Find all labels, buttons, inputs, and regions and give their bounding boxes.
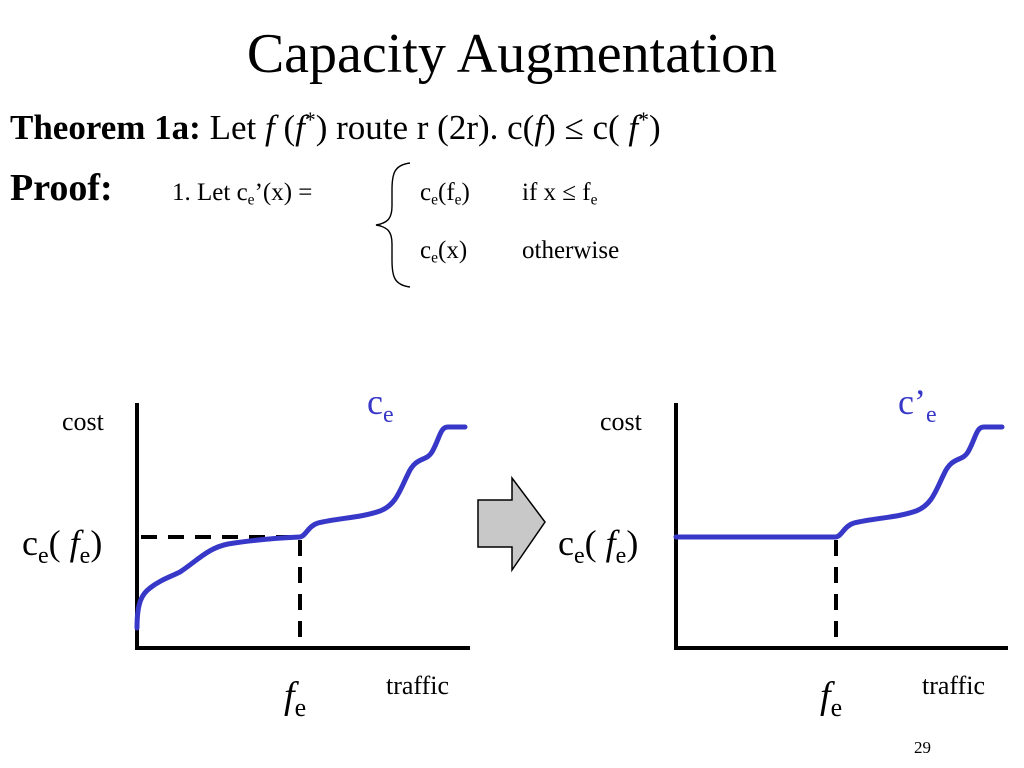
theorem-star: * bbox=[304, 108, 316, 133]
case1-value-mid: (f bbox=[438, 179, 455, 206]
theorem-label: Theorem 1a: bbox=[10, 108, 201, 147]
left-level-open: ( bbox=[49, 523, 70, 563]
case2-value-sub: e bbox=[431, 249, 438, 267]
theorem-route-text: ) route r (2r). c( bbox=[315, 108, 535, 147]
case1-cond-main: if x ≤ f bbox=[522, 179, 591, 206]
theorem-flow-f: f bbox=[264, 108, 275, 147]
case2-value-c: c bbox=[420, 237, 432, 264]
case1-value: ce(fe) bbox=[420, 178, 470, 208]
right-curve-label-main: c’ bbox=[898, 382, 926, 422]
left-curve-label-sub: e bbox=[383, 402, 394, 428]
left-level-c: c bbox=[22, 523, 38, 563]
case1-condition: if x ≤ fe bbox=[522, 178, 597, 208]
right-curve-label: c’e bbox=[898, 382, 937, 428]
right-level-c: c bbox=[558, 523, 574, 563]
slide-title: Capacity Augmentation bbox=[246, 23, 778, 85]
proof-step-lead: 1. Let ce’(x) = bbox=[172, 178, 312, 208]
case1-value-sub2: e bbox=[454, 191, 462, 209]
left-level-label: ce( fe) bbox=[22, 523, 102, 569]
theorem-flow-fstar: f bbox=[295, 108, 305, 147]
left-fe-sub: e bbox=[295, 693, 307, 722]
right-x-label: traffic bbox=[922, 671, 985, 700]
theorem-statement: Theorem 1a: Let f (f*) route r (2r). c(f… bbox=[10, 106, 661, 150]
theorem-let: Let bbox=[209, 108, 257, 147]
case2-condition: otherwise bbox=[522, 237, 620, 264]
proof-label: Proof: bbox=[10, 167, 113, 209]
left-fe-label: fe bbox=[284, 675, 306, 722]
case2-value: ce(x) bbox=[420, 236, 467, 266]
right-graph: cost traffic c’e ce( fe) fe bbox=[558, 382, 1008, 722]
right-level-close: ) bbox=[626, 523, 638, 563]
right-curve-label-sub: e bbox=[926, 402, 937, 428]
right-level-sub: e bbox=[574, 543, 585, 569]
right-fe-sub: e bbox=[831, 693, 843, 722]
left-level-f-sub: e bbox=[80, 543, 91, 569]
case2-value-end: (x) bbox=[438, 237, 468, 264]
theorem-flow-f3: f bbox=[628, 108, 639, 147]
right-arrow-icon bbox=[477, 475, 546, 573]
right-level-f-sub: e bbox=[616, 543, 627, 569]
slide-number: 29 bbox=[914, 738, 931, 757]
theorem-star2: * bbox=[638, 108, 649, 133]
right-level-label: ce( fe) bbox=[558, 523, 638, 569]
case1-value-end: ) bbox=[461, 179, 470, 206]
case1-value-c: c bbox=[420, 179, 432, 206]
theorem-leq-text: ) ≤ c( bbox=[544, 108, 629, 147]
theorem-flow-f2: f bbox=[534, 108, 545, 147]
right-fe-label: fe bbox=[820, 675, 842, 722]
left-curve-label: ce bbox=[367, 382, 394, 428]
step-sub: e bbox=[247, 191, 255, 209]
cases-brace-icon bbox=[375, 162, 411, 288]
left-graph: cost traffic ce ce( fe) fe bbox=[22, 382, 470, 722]
left-y-label: cost bbox=[62, 407, 105, 436]
right-level-open: ( bbox=[585, 523, 606, 563]
left-x-label: traffic bbox=[386, 671, 449, 700]
left-cost-curve bbox=[134, 424, 468, 631]
left-level-sub: e bbox=[38, 543, 49, 569]
step-suffix: ’(x) = bbox=[254, 179, 313, 206]
case1-value-sub: e bbox=[431, 191, 438, 209]
right-cost-curve bbox=[673, 424, 1005, 540]
left-level-close: ) bbox=[90, 523, 102, 563]
case1-cond-sub: e bbox=[590, 191, 598, 209]
theorem-close: ) bbox=[648, 108, 661, 147]
step-prefix: 1. Let c bbox=[172, 179, 248, 206]
right-y-label: cost bbox=[600, 407, 643, 436]
theorem-paren: ( bbox=[283, 108, 296, 147]
left-curve-label-main: c bbox=[367, 382, 383, 422]
